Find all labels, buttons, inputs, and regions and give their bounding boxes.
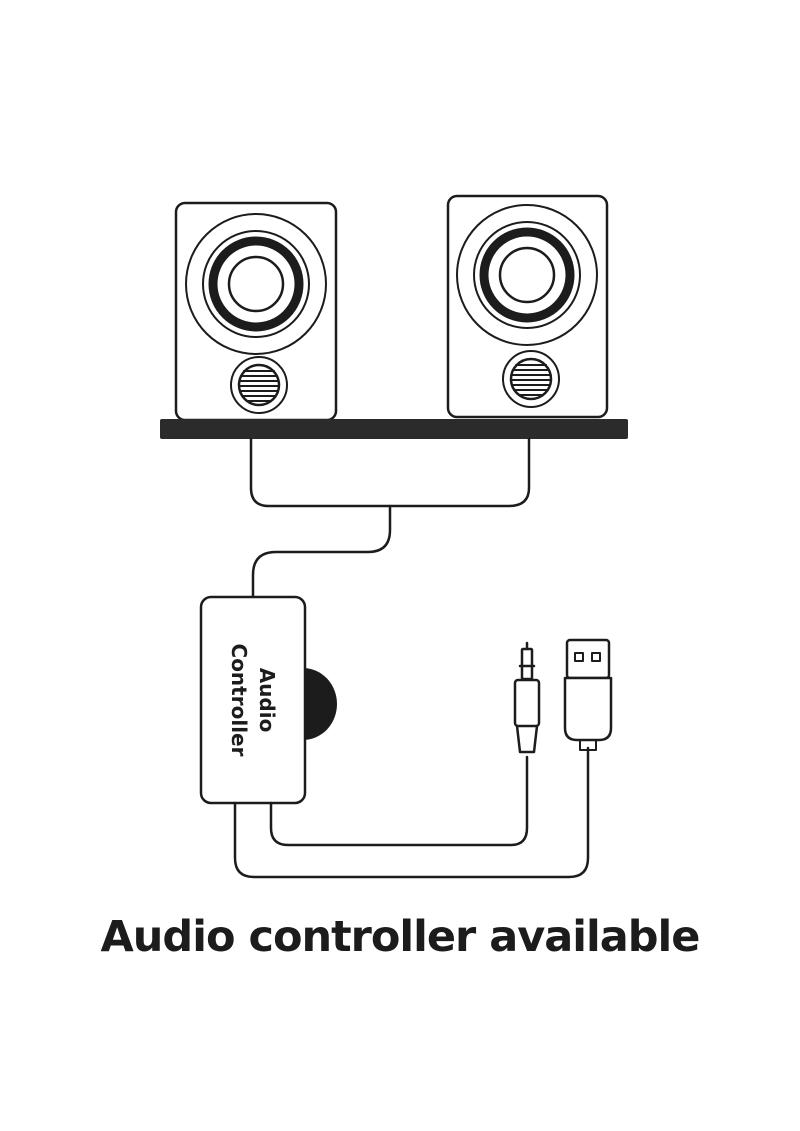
right-speaker-icon bbox=[446, 194, 609, 419]
usb-plug-icon bbox=[563, 638, 613, 751]
controller-label-line2: Controller bbox=[227, 644, 251, 757]
shelf bbox=[160, 419, 628, 439]
output-cables bbox=[233, 746, 590, 879]
right-port-grille bbox=[511, 364, 551, 396]
caption-title: Audio controller available bbox=[100, 912, 701, 962]
left-port-grille bbox=[239, 370, 279, 402]
audio-jack-icon bbox=[513, 641, 541, 754]
left-speaker-icon bbox=[174, 201, 338, 422]
audio-controller-box: Audio Controller bbox=[199, 595, 307, 805]
speaker-cables bbox=[249, 437, 531, 599]
volume-knob-icon bbox=[303, 668, 337, 740]
controller-label-line1: Audio bbox=[255, 668, 279, 733]
